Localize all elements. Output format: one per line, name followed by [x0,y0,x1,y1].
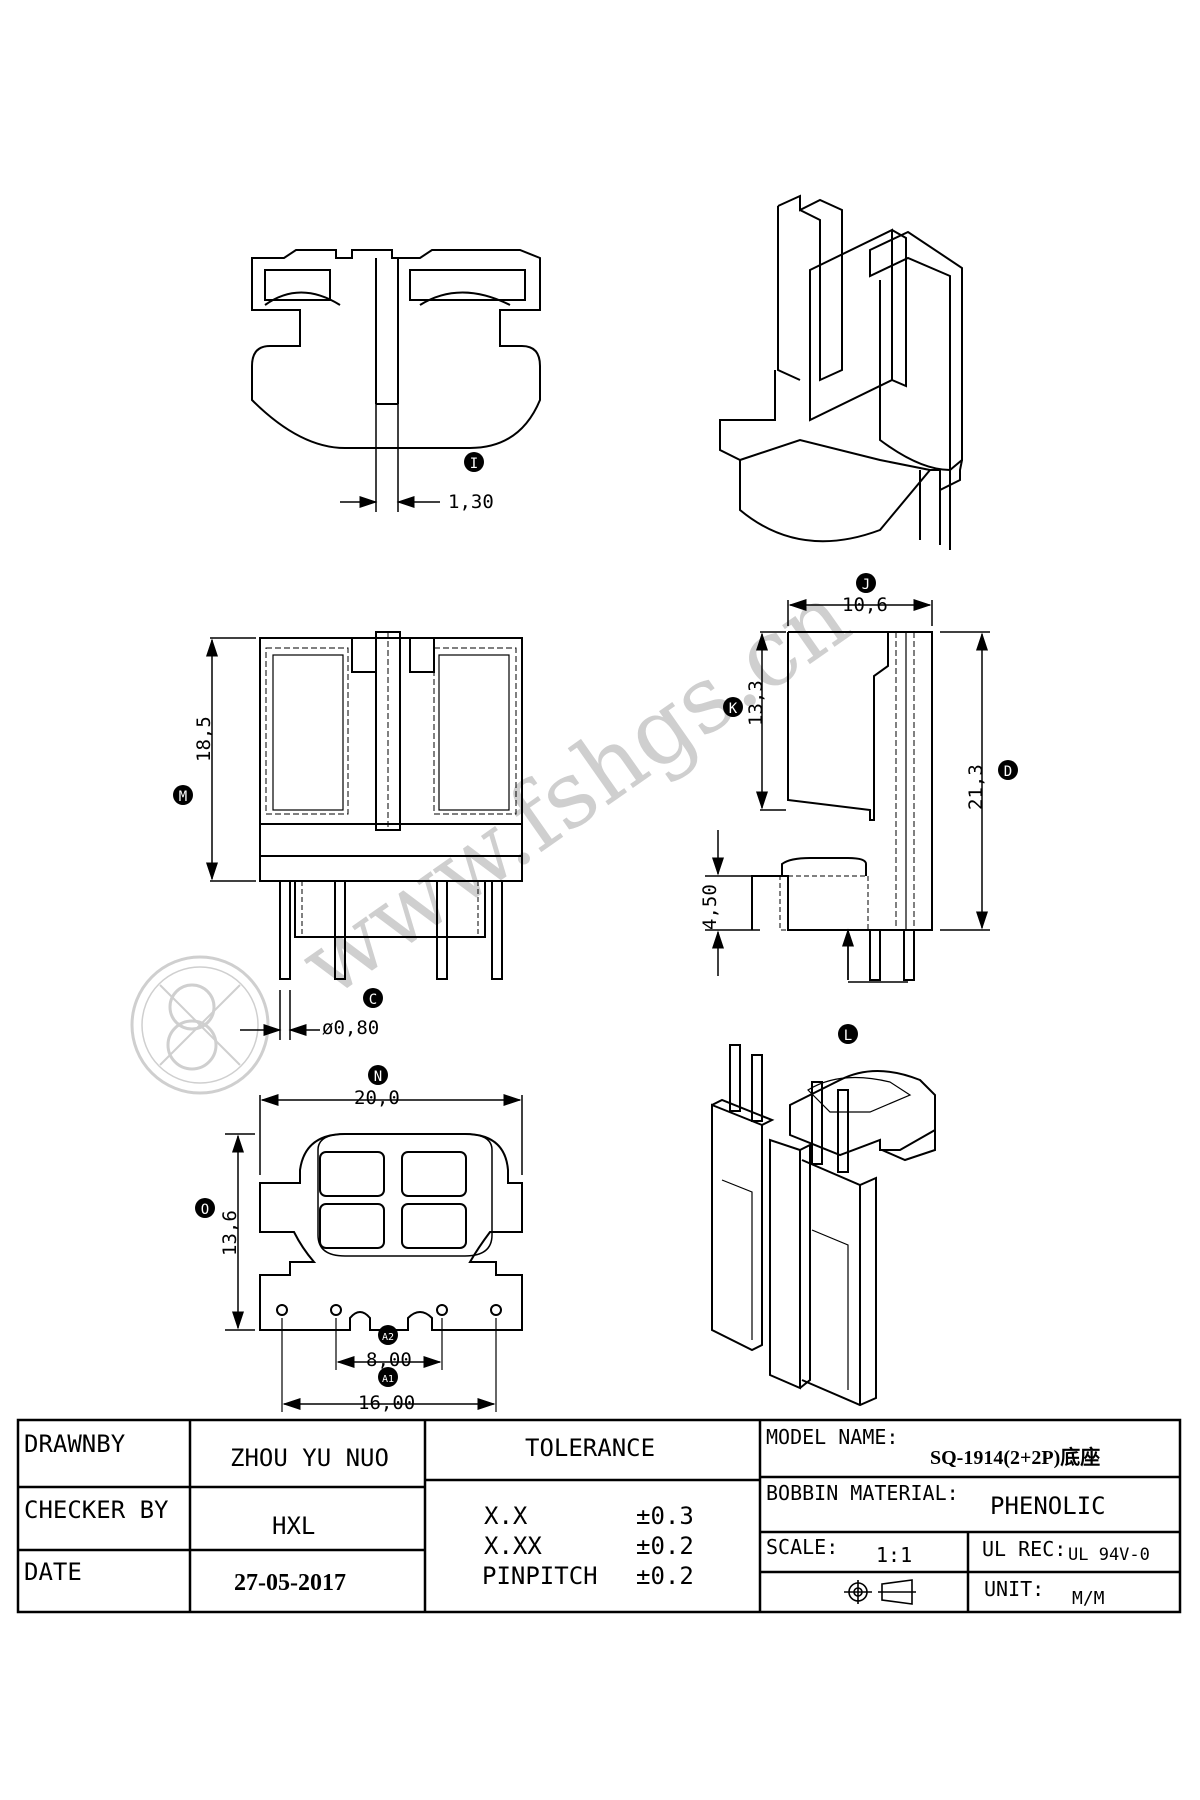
tol-label-2: PINPITCH [482,1562,598,1590]
svg-text:J: J [862,577,870,593]
svg-text:A2: A2 [382,1332,394,1343]
svg-text:L: L [844,1028,852,1044]
dim-N: 20,0 [354,1087,400,1109]
bottom-view [225,1094,523,1412]
tol-label-0: X.X [484,1502,528,1530]
marker-C: C [363,988,383,1008]
top-view [251,249,541,512]
material-label: BOBBIN MATERIAL: [766,1481,959,1505]
tolerance-title: TOLERANCE [525,1434,655,1462]
iso-view-top [719,194,963,550]
scale-value: 1:1 [876,1543,912,1567]
svg-text:C: C [369,992,377,1008]
svg-text:O: O [201,1202,209,1218]
tol-label-1: X.XX [484,1532,542,1560]
ul-value: UL 94V-0 [1068,1545,1150,1565]
dim-C: ø0,80 [322,1017,379,1039]
svg-text:I: I [470,456,478,472]
side-view [705,599,990,983]
watermark-logo [130,955,270,1095]
title-block [16,1418,1182,1614]
marker-A1: A1 [378,1367,398,1387]
svg-text:N: N [374,1069,382,1085]
svg-text:D: D [1004,764,1012,780]
front-view [206,631,523,1040]
watermark-text: www.fshgs.cn [281,563,868,1018]
material-value: PHENOLIC [990,1492,1106,1520]
projection-symbol-icon [844,1579,916,1605]
tol-value-2: ±0.2 [636,1562,694,1590]
date-value: 27-05-2017 [234,1570,346,1596]
marker-N: N [368,1065,388,1085]
watermark: www.fshgs.cn [130,563,868,1095]
scale-label: SCALE: [766,1535,838,1559]
marker-K: K [723,697,743,717]
dim-M: 18,5 [193,716,215,762]
unit-value: M/M [1072,1588,1105,1609]
drawn-by-value: ZHOU YU NUO [230,1444,389,1472]
tol-value-0: ±0.3 [636,1502,694,1530]
svg-text:M: M [179,789,187,805]
date-label: DATE [24,1558,82,1586]
dim-J: 10,6 [842,594,888,616]
marker-M: M [173,785,193,805]
model-value: SQ-1914(2+2P)底座 [930,1445,1100,1469]
marker-O: O [195,1198,215,1218]
svg-text:K: K [729,701,738,717]
dim-A1: 16,00 [358,1392,415,1414]
iso-view-bottom [711,1044,936,1407]
marker-A2: A2 [378,1325,398,1345]
tol-value-1: ±0.2 [636,1532,694,1560]
dim-D: 21,3 [965,764,987,810]
marker-I: I [464,452,484,472]
dim-O: 13,6 [219,1210,241,1256]
drawn-by-label: DRAWNBY [24,1430,126,1458]
checker-value: HXL [272,1512,315,1540]
dim-I: 1,30 [448,491,494,513]
marker-L: L [838,1024,858,1044]
unit-label: UNIT: [984,1577,1044,1601]
svg-text:A1: A1 [382,1374,394,1385]
marker-D: D [998,760,1018,780]
dim-L: 4,50 [699,884,721,930]
checker-label: CHECKER BY [24,1496,169,1524]
ul-label: UL REC: [982,1537,1066,1561]
dim-K: 13,3 [745,680,767,726]
model-label: MODEL NAME: [766,1425,898,1449]
dim-A2: 8,00 [366,1349,412,1371]
marker-J: J [856,573,876,593]
